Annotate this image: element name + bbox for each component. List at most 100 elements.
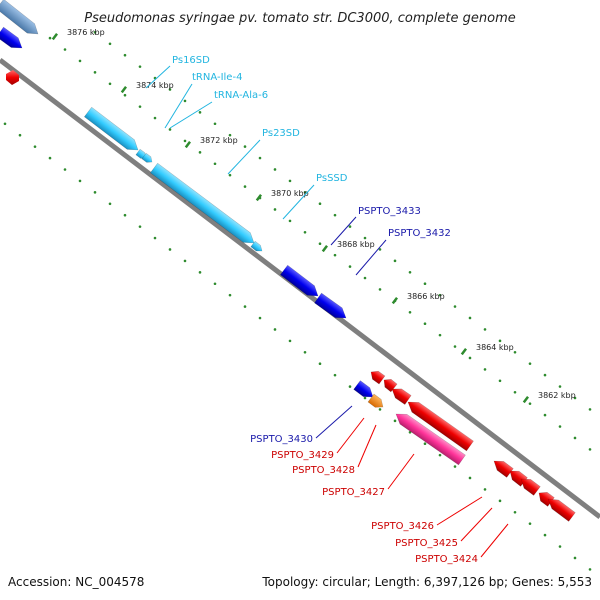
scale-dot <box>513 350 517 354</box>
scale-dot <box>288 339 292 343</box>
scale-dot <box>348 265 352 268</box>
reverse-gene-glyph[interactable] <box>545 495 576 522</box>
gene-label-pspto_3424[interactable]: PSPTO_3424 <box>415 554 478 565</box>
scale-dot <box>108 202 112 206</box>
scale-dot <box>453 465 457 468</box>
scale-dot <box>378 408 382 411</box>
scale-dot <box>228 173 232 177</box>
reverse-gene-glyph[interactable] <box>381 376 398 393</box>
scale-dot <box>288 219 292 223</box>
scale-dot <box>183 99 187 103</box>
features-layer <box>0 0 576 522</box>
PSPTO_3424-glyph[interactable] <box>536 489 555 507</box>
scale-dot <box>333 213 337 217</box>
gene-label-pspto_3430[interactable]: PSPTO_3430 <box>250 434 313 445</box>
topology-text: Topology: circular; Length: 6,397,126 bp… <box>261 575 592 589</box>
PSPTO_3429-glyph[interactable] <box>367 393 386 411</box>
scale-dot <box>423 442 427 446</box>
major-tick <box>120 86 128 94</box>
scale-dot <box>408 310 412 314</box>
scale-dot <box>183 139 187 143</box>
gene-label-pspto_3432[interactable]: PSPTO_3432 <box>388 228 451 239</box>
major-tick <box>51 33 59 41</box>
PSPTO_3433-glyph[interactable] <box>280 264 321 301</box>
scale-dot <box>498 499 502 503</box>
tick-label: 3866 kbp <box>407 292 445 301</box>
scale-dot <box>3 122 7 126</box>
gene-label-trna-ile-4[interactable]: tRNA-Ile-4 <box>192 72 242 83</box>
gene-label-psssd[interactable]: PsSSD <box>316 173 348 184</box>
gene-label-pspto_3427[interactable]: PSPTO_3427 <box>322 487 385 498</box>
scale-dot <box>393 419 397 423</box>
leader-line <box>480 523 509 558</box>
tick-rows <box>3 31 592 571</box>
scale-dot <box>258 156 262 160</box>
scale-dot <box>573 396 577 400</box>
Ps23SD-glyph[interactable] <box>150 162 257 248</box>
reverse-gene-glyph[interactable] <box>368 368 386 385</box>
scale-dot <box>213 122 217 126</box>
gene-label-pspto_3425[interactable]: PSPTO_3425 <box>395 538 458 549</box>
scale-dot <box>153 236 157 240</box>
scale-dot <box>318 202 322 206</box>
partial-gene-glyph[interactable] <box>0 26 26 53</box>
major-tick <box>391 297 399 305</box>
gene-label-ps23sd[interactable]: Ps23SD <box>262 128 300 139</box>
scale-dot <box>393 259 397 263</box>
scale-dot <box>513 390 517 394</box>
scale-dot <box>243 305 247 308</box>
major-tick <box>460 348 468 356</box>
scale-dot <box>168 128 172 131</box>
gene-label-pspto_3429[interactable]: PSPTO_3429 <box>271 450 334 461</box>
map-title: Pseudomonas syringae pv. tomato str. DC3… <box>84 11 516 26</box>
PsSSD-glyph[interactable] <box>250 240 264 254</box>
gene-label-ps16sd[interactable]: Ps16SD <box>172 55 210 66</box>
Ps16SD-glyph[interactable] <box>84 106 141 155</box>
scale-dot <box>348 385 352 388</box>
leader-line <box>169 101 213 129</box>
scale-dot <box>498 339 502 343</box>
scale-dot <box>423 322 427 326</box>
gene-label-trna-ala-6[interactable]: tRNA-Ala-6 <box>214 90 268 101</box>
tick-label: 3868 kbp <box>337 240 375 249</box>
tRNA-Ala-6-glyph[interactable] <box>141 152 154 165</box>
leader-line <box>387 453 415 490</box>
leader-line <box>355 239 387 276</box>
gene-label-pspto_3426[interactable]: PSPTO_3426 <box>371 521 434 532</box>
scale-dot <box>168 88 172 91</box>
PSPTO_3425-glyph[interactable] <box>518 475 541 496</box>
leader-line <box>164 83 193 129</box>
scale-dot <box>558 545 562 548</box>
PSPTO_3430-glyph[interactable] <box>353 380 377 402</box>
scale-dot <box>318 242 322 246</box>
scale-dot <box>438 293 442 297</box>
scale-dot <box>93 71 97 74</box>
reverse-gene-glyph[interactable] <box>491 457 514 478</box>
scale-dot <box>468 356 472 360</box>
scale-dot <box>303 191 307 194</box>
scale-dot <box>483 368 487 371</box>
PSPTO_3427-glyph[interactable] <box>393 409 466 466</box>
PSPTO_3432-glyph[interactable] <box>314 292 350 323</box>
major-tick <box>522 396 530 404</box>
major-tick <box>184 141 192 149</box>
scale-dot <box>408 430 412 434</box>
reverse-gene-glyph[interactable] <box>405 397 474 452</box>
gene-label-pspto_3433[interactable]: PSPTO_3433 <box>358 206 421 217</box>
leader-line <box>145 65 171 89</box>
leader-line <box>336 417 365 454</box>
scale-dot <box>243 145 247 148</box>
scale-dot <box>573 556 577 560</box>
accession-text: Accession: NC_004578 <box>8 575 144 589</box>
partial-gene-glyph[interactable] <box>0 0 42 39</box>
gene-label-pspto_3428[interactable]: PSPTO_3428 <box>292 465 355 476</box>
major-tick <box>321 245 329 253</box>
scale-dot <box>528 522 532 525</box>
partial-gene-glyph[interactable] <box>6 70 19 85</box>
scale-dot <box>123 213 127 217</box>
PSPTO_3428-glyph[interactable] <box>389 384 412 405</box>
scale-dot <box>48 156 52 160</box>
tick-label: 3876 kbp <box>67 28 105 37</box>
